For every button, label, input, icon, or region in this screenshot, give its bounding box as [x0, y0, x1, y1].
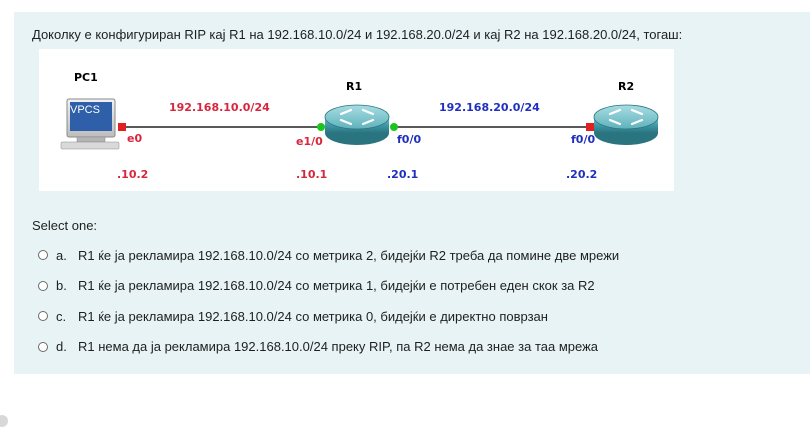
question-card: Доколку е конфигуриран RIP кај R1 на 192… [14, 12, 810, 374]
select-one-label: Select one: [32, 218, 98, 233]
r1-e10-label: e1/0 [296, 135, 323, 148]
option-letter: a. [56, 247, 67, 263]
pc1-label: PC1 [74, 71, 98, 84]
answer-options: a. R1 ќе ја рекламира 192.168.10.0/24 со… [38, 240, 619, 362]
r1-label: R1 [346, 80, 362, 93]
pc1-e0-port-marker [118, 123, 126, 131]
r1-f00-label: f0/0 [397, 133, 421, 146]
r1-e10-port-marker [317, 123, 325, 131]
r2-f00-label: f0/0 [571, 133, 595, 146]
option-text: R1 ќе ја рекламира 192.168.10.0/24 со ме… [78, 308, 548, 324]
option-letter: c. [56, 308, 67, 324]
option-letter: b. [56, 278, 67, 294]
left-network-label: 192.168.10.0/24 [169, 101, 270, 114]
right-network-label: 192.168.20.0/24 [439, 101, 540, 114]
question-text: Доколку е конфигуриран RIP кај R1 на 192… [32, 27, 683, 42]
corner-scroll-indicator [0, 415, 8, 427]
pc1-e0-label: e0 [127, 132, 142, 145]
r1-f00-port-marker [390, 123, 398, 131]
r1-right-address-label: .20.1 [387, 168, 418, 181]
option-letter: d. [56, 339, 67, 355]
radio-button-c[interactable] [38, 311, 48, 322]
r1-left-address-label: .10.1 [296, 168, 327, 181]
radio-button-b[interactable] [38, 280, 48, 291]
network-diagram: VPCS PC1 R1 R2 1 [39, 49, 674, 191]
pc1-vpcs-badge: VPCS [70, 104, 100, 116]
r2-f00-port-marker [586, 123, 594, 131]
option-b[interactable]: b. R1 ќе ја рекламира 192.168.10.0/24 со… [38, 271, 619, 302]
option-d[interactable]: d. R1 нема да ја рекламира 192.168.10.0/… [38, 332, 619, 363]
radio-button-d[interactable] [38, 341, 48, 352]
pc1-address-label: .10.2 [117, 168, 148, 181]
option-a[interactable]: a. R1 ќе ја рекламира 192.168.10.0/24 со… [38, 240, 619, 271]
r2-router-icon[interactable] [593, 104, 659, 145]
option-text: R1 ќе ја рекламира 192.168.10.0/24 со ме… [78, 247, 620, 263]
r2-label: R2 [618, 80, 634, 93]
pc1-computer-icon[interactable] [60, 98, 120, 150]
option-c[interactable]: c. R1 ќе ја рекламира 192.168.10.0/24 со… [38, 301, 619, 332]
r1-router-icon[interactable] [324, 104, 390, 145]
option-text: R1 ќе ја рекламира 192.168.10.0/24 со ме… [78, 278, 595, 294]
radio-button-a[interactable] [38, 250, 48, 261]
option-text: R1 нема да ја рекламира 192.168.10.0/24 … [78, 339, 599, 355]
r2-address-label: .20.2 [566, 168, 597, 181]
